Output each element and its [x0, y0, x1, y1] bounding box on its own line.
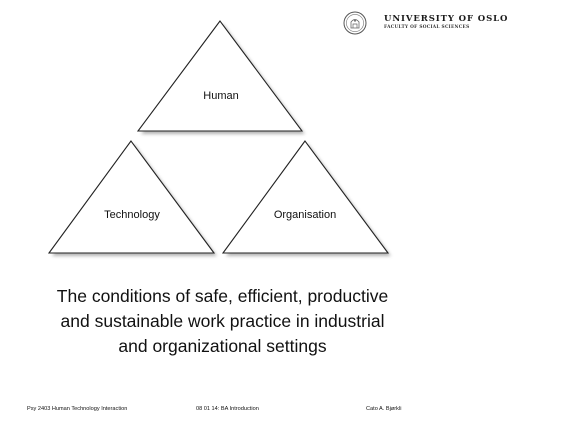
footer-date-topic: 08 01 14: BA Introduction	[196, 406, 259, 412]
caption-line: The conditions of safe, efficient, produ…	[56, 286, 389, 306]
faculty-name: FACULTY OF SOCIAL SCIENCES	[384, 25, 470, 30]
slide-caption: The conditions of safe, efficient, produ…	[0, 284, 445, 359]
footer-author: Cato A. Bjørkli	[366, 406, 402, 412]
node-label-technology: Technology	[104, 209, 160, 221]
caption-line: and sustainable work practice in industr…	[60, 311, 385, 331]
triangle-technology	[47, 140, 217, 256]
footer-course: Psy 2403 Human Technology Interaction	[27, 406, 128, 412]
university-name: UNIVERSITY OF OSLO	[384, 14, 509, 24]
node-label-human: Human	[203, 90, 239, 102]
caption-line: and organizational settings	[118, 336, 327, 356]
triangle-human	[136, 20, 305, 134]
node-label-organisation: Organisation	[273, 209, 337, 221]
triangle-organisation	[221, 140, 391, 256]
university-seal-icon	[343, 11, 367, 35]
